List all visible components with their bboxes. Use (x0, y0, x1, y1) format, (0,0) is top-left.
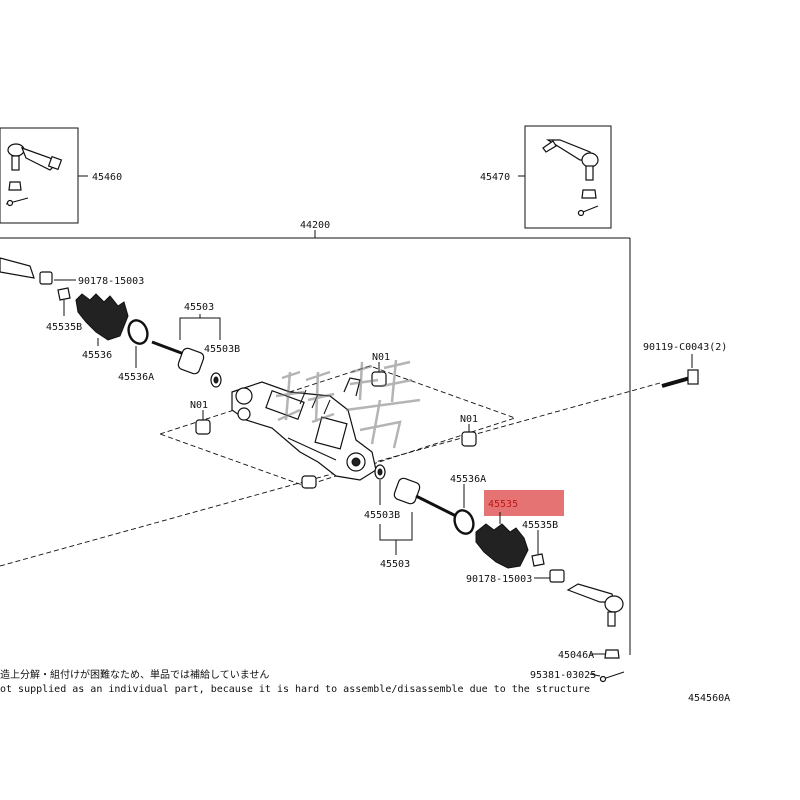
label-nut-top-left: 90178-15003 (78, 276, 144, 287)
watermark-logo (275, 359, 421, 449)
rack-end-left-icon (151, 340, 205, 375)
bush-n01-b-icon (371, 371, 387, 387)
bush-n01-c-icon (461, 431, 477, 447)
label-cotter-pin: 95381-03025 (530, 670, 596, 681)
bush-n01-a-icon (195, 419, 211, 435)
dashed-axis-line (0, 382, 661, 567)
steering-gear-housing-icon (231, 377, 377, 481)
lock-nut-icon (604, 649, 620, 659)
label-clip-right: 45535B (522, 520, 558, 531)
rack-end-right-icon (393, 477, 457, 518)
washer-right-icon (374, 464, 386, 480)
label-bolt: 90119-C0043(2) (643, 342, 727, 353)
clamp-left-icon (127, 319, 149, 345)
label-clamp-left: 45536A (118, 372, 154, 383)
nut-right-icon (549, 569, 565, 583)
label-steering-gear-assy: 44200 (300, 220, 330, 231)
label-tie-rod-end-rh: 45470 (480, 172, 510, 183)
tie-rod-left-end (0, 257, 35, 279)
clip-left-icon (57, 287, 71, 301)
bolt-icon (661, 369, 699, 388)
label-rack-end-group-bottom: 45503 (380, 559, 410, 570)
nut-left-icon (39, 271, 53, 285)
label-clip-left: 45535B (46, 322, 82, 333)
note-japanese: 造上分解・組付けが困難なため、単品では補給していません (0, 668, 269, 681)
inset-tie-rod-end-right (518, 125, 612, 229)
label-tie-rod-end-lh: 45460 (92, 172, 122, 183)
label-illustration-code: 454560A (688, 693, 730, 704)
boot-right-icon (475, 523, 529, 569)
clip-right-icon (531, 553, 545, 567)
label-rack-end-right: 45503B (364, 510, 400, 521)
cotter-pin-icon (599, 671, 625, 683)
tie-rod-end-left-icon (5, 143, 63, 207)
bush-extra-icon (301, 475, 317, 489)
label-clamp-right: 45536A (450, 474, 486, 485)
label-bush-n01-a: N01 (190, 400, 208, 411)
label-bush-n01-b: N01 (372, 352, 390, 363)
label-rack-end-left: 45503B (204, 344, 240, 355)
label-boot-right-highlighted: 45535 (488, 499, 518, 510)
inset-tie-rod-end-left (0, 127, 88, 224)
label-nut-bottom-right: 90178-15003 (466, 574, 532, 585)
label-bush-n01-c: N01 (460, 414, 478, 425)
label-lock-nut: 45046A (558, 650, 594, 661)
tie-rod-end-right-icon (542, 139, 599, 217)
washer-left-icon (210, 372, 222, 388)
label-rack-end-group-top: 45503 (184, 302, 214, 313)
dashed-housing-outline (158, 365, 517, 487)
boot-left-icon (75, 293, 129, 341)
tie-rod-end-bottom-right-icon (566, 583, 624, 627)
note-english: ot supplied as an individual part, becau… (0, 684, 590, 695)
label-boot-left: 45536 (82, 350, 112, 361)
clamp-right-icon (453, 509, 475, 535)
assembly-frame (0, 230, 631, 655)
highlight-box (484, 490, 564, 516)
